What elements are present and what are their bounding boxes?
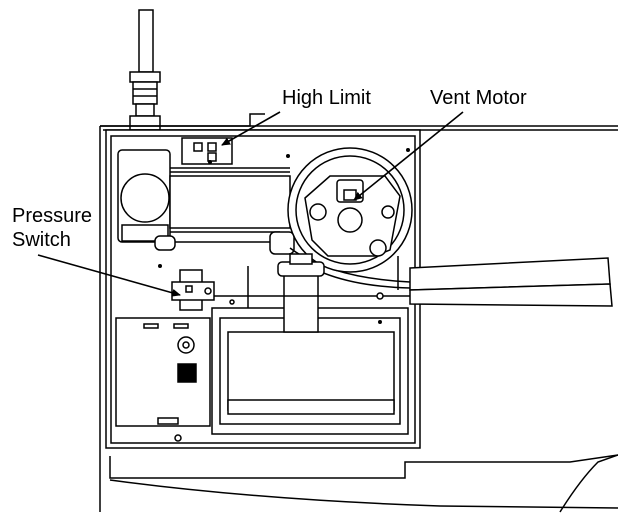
pressure-switch-arrow [37, 254, 181, 297]
gas-pipe [129, 9, 161, 131]
vent-motor-label: Vent Motor [430, 87, 527, 109]
high-limit-label: High Limit [282, 87, 371, 109]
switch-label: Switch [12, 229, 71, 251]
pressure-label: Pressure [12, 205, 92, 227]
pressure-switch [171, 266, 249, 320]
side-rails [409, 257, 613, 307]
rivets [158, 148, 410, 324]
vent-motor [287, 147, 413, 290]
burner-box [211, 253, 410, 435]
control-board [115, 317, 211, 442]
high-limit-arrow [221, 111, 281, 146]
vent-motor-arrow [353, 111, 464, 201]
